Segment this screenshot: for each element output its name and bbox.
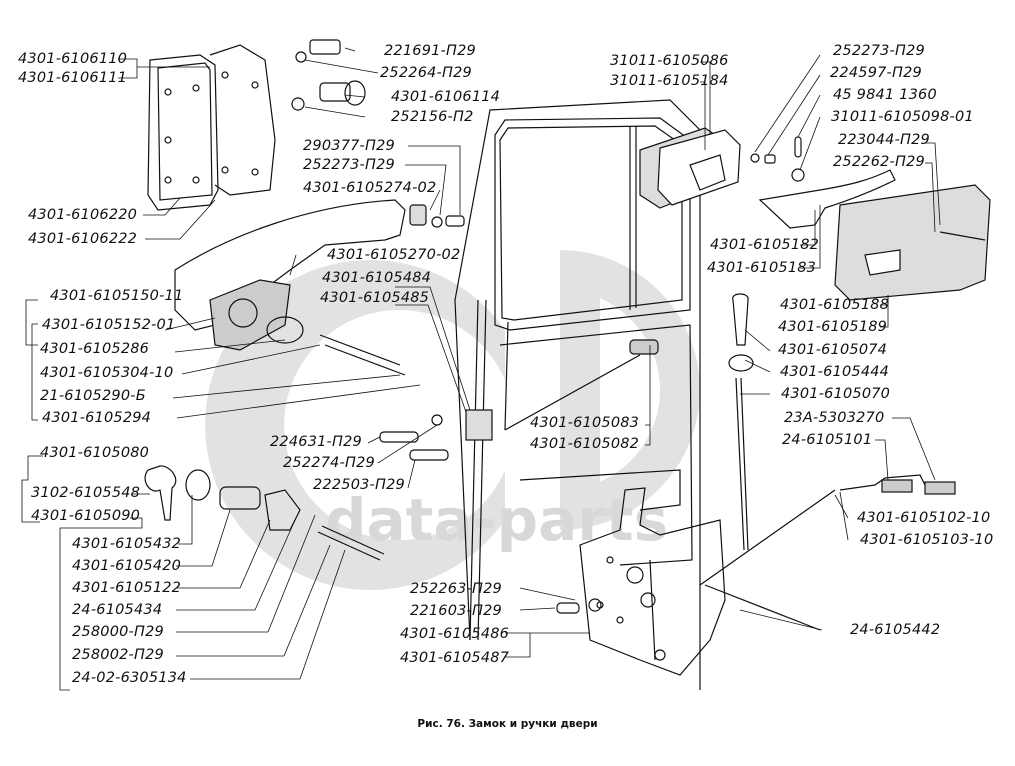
part-label: 4301-6106110 — [18, 51, 128, 67]
part-label: 258002-П29 — [72, 647, 164, 663]
part-label: 4301-6105122 — [72, 580, 182, 596]
part-label: 4301-6106111 — [18, 70, 128, 86]
figure-caption: Рис. 76. Замок и ручки двери — [417, 718, 598, 730]
part-label: 252263-П29 — [410, 581, 502, 597]
part-label: 221603-П29 — [410, 603, 502, 619]
part-label: 45 9841 1360 — [833, 87, 937, 103]
leader-lines — [21, 47, 941, 691]
part-label: 4301-6105432 — [72, 536, 182, 552]
part-label: 4301-6105080 — [40, 445, 150, 461]
part-label: 4301-6105485 — [320, 290, 430, 306]
part-label: 4301-6105484 — [322, 270, 432, 286]
part-label: 258000-П29 — [72, 624, 164, 640]
part-label: 252273-П29 — [833, 43, 925, 59]
part-label: 31011-6105086 — [610, 53, 729, 69]
part-label: 3102-6105548 — [31, 485, 141, 501]
part-label: 4301-6105189 — [778, 319, 888, 335]
part-label: 4301-6105074 — [778, 342, 888, 358]
part-label: 222503-П29 — [313, 477, 405, 493]
part-label: 4301-6106220 — [28, 207, 138, 223]
part-label: 4301-6106222 — [28, 231, 138, 247]
part-label: 252156-П2 — [391, 109, 474, 125]
part-label: 4301-6105102-10 — [857, 510, 991, 526]
part-label: 4301-6105270-02 — [327, 247, 461, 263]
part-label: 23А-5303270 — [784, 410, 885, 426]
part-label: 24-6105442 — [850, 622, 941, 638]
part-label: 4301-6105294 — [42, 410, 152, 426]
part-label: 290377-П29 — [303, 138, 395, 154]
part-label: 24-02-6305134 — [72, 670, 187, 686]
part-label: 4301-6105090 — [31, 508, 141, 524]
part-label: 4301-6105487 — [400, 650, 510, 666]
part-label: 4301-6105444 — [780, 364, 890, 380]
part-label: 4301-6105083 — [530, 415, 640, 431]
part-label: 252264-П29 — [380, 65, 472, 81]
part-label: 24-6105434 — [72, 602, 163, 618]
part-label: 4301-6106114 — [391, 89, 501, 105]
part-label: 4301-6105420 — [72, 558, 182, 574]
part-label: 223044-П29 — [838, 132, 930, 148]
part-label: 224597-П29 — [830, 65, 922, 81]
part-label: 4301-6105188 — [780, 297, 890, 313]
part-label: 252274-П29 — [283, 455, 375, 471]
handle-mounting-plates — [147, 44, 276, 211]
door-panel — [454, 99, 701, 690]
part-label: 4301-6105150-11 — [50, 288, 184, 304]
part-label: 21-6105290-Б — [40, 388, 146, 404]
part-label: 4301-6105183 — [707, 260, 817, 276]
part-label: 4301-6105103-10 — [860, 532, 994, 548]
door-lock-body — [556, 487, 726, 676]
part-label: 4301-6105070 — [781, 386, 891, 402]
part-label: 252273-П29 — [303, 157, 395, 173]
part-label: 4301-6105304-10 — [40, 365, 174, 381]
part-label: 4301-6105274-02 — [303, 180, 437, 196]
remote-bracket-fasteners — [379, 409, 493, 461]
watermark-text: data-parts — [325, 486, 669, 554]
striker-bracket — [639, 127, 805, 209]
inside-door-handle — [758, 169, 991, 301]
part-label: 252262-П29 — [833, 154, 925, 170]
part-label: 4301-6105182 — [710, 237, 820, 253]
outside-door-handle — [174, 199, 406, 376]
part-label: 224631-П29 — [270, 434, 362, 450]
part-label: 4301-6105082 — [530, 436, 640, 452]
part-label: 4301-6105152-01 — [42, 317, 176, 333]
part-label: 24-6105101 — [782, 432, 873, 448]
part-label: 221691-П29 — [384, 43, 476, 59]
top-fasteners — [291, 39, 465, 228]
part-label: 31011-6105098-01 — [831, 109, 974, 125]
part-label: 4301-6105286 — [40, 341, 150, 357]
part-label: 4301-6105486 — [400, 626, 510, 642]
part-label: 31011-6105184 — [610, 73, 729, 89]
lock-button-and-rod — [728, 293, 754, 551]
